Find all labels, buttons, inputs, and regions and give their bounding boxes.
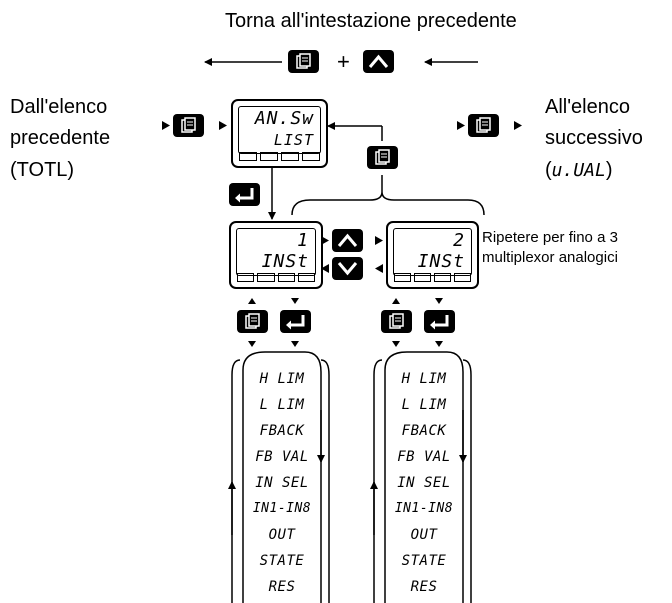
up-button[interactable] [363,50,394,73]
display-line1: 1 [297,230,309,251]
display-line2: INSt [261,251,309,272]
list-item: FBACK [401,423,447,439]
display-screen: 1 INSt [236,228,316,276]
display-1: 1 INSt [229,221,323,289]
repeat-page-button[interactable] [367,146,398,169]
list-item: OUT [268,527,296,543]
list-item: L LIM [401,397,447,413]
display-line1: 2 [453,230,465,251]
enter-icon [235,188,254,203]
page-button[interactable] [288,50,319,73]
page-icon [389,313,404,329]
parameter-list-2: H LIM L LIM FBACK FB VAL IN SEL IN1-IN8 … [385,370,463,603]
top-display: AN.Sw LIST [231,99,328,168]
list-item: STATE [259,553,305,569]
left-label-line1: Dall'elenco [10,96,108,118]
down-icon [337,262,358,276]
display-2: 2 INSt [386,221,479,289]
display-line2: LIST [273,131,314,149]
list-item: IN SEL [397,475,451,491]
page-icon [476,117,491,133]
list-item: L LIM [259,397,305,413]
list-item: RES [410,579,438,595]
page-icon [296,53,311,69]
right-label-line1: All'elenco [545,96,630,118]
list-item: OUT [410,527,438,543]
list-item: IN1-IN8 [394,501,454,516]
page-icon [375,149,390,165]
down-button[interactable] [332,257,363,280]
display-keys [394,273,471,282]
paren-close: ) [605,159,613,181]
enter-button[interactable] [229,183,260,206]
parameter-list-1: H LIM L LIM FBACK FB VAL IN SEL IN1-IN8 … [243,370,321,603]
display-keys [237,273,315,282]
display-line1: AN.Sw [254,108,314,129]
left-label-line2: precedente [10,127,111,149]
display-screen: AN.Sw LIST [238,106,321,154]
list-item: H LIM [259,371,305,387]
next-list-code: u.UAL [551,160,606,181]
right-label-line2: successivo [545,127,643,149]
enter-button[interactable] [424,310,455,333]
display-screen: 2 INSt [393,228,472,276]
right-label-line3: (u.UAL) [545,157,613,184]
repeat-note-line1: Ripetere per fino a 3 [482,229,618,246]
list-item: IN1-IN8 [252,501,312,516]
page-button[interactable] [381,310,412,333]
page-icon [245,313,260,329]
header-title: Torna all'intestazione precedente [225,10,517,32]
display-keys [239,152,320,161]
list-item: FB VAL [397,449,451,465]
list-item: FBACK [259,423,305,439]
enter-button[interactable] [280,310,311,333]
page-button[interactable] [237,310,268,333]
plus-sign: + [337,49,350,74]
up-button[interactable] [332,229,363,252]
list-item: H LIM [401,371,447,387]
page-icon [181,117,196,133]
display-line2: INSt [417,251,465,272]
list-item: STATE [401,553,447,569]
list-item: RES [268,579,296,595]
list-item: IN SEL [255,475,309,491]
left-label-line3: (TOTL) [10,159,75,181]
up-icon [337,233,358,247]
next-list-page-button[interactable] [468,114,499,137]
list-item: FB VAL [255,449,309,465]
prev-list-page-button[interactable] [173,114,204,137]
repeat-note-line2: multiplexor analogici [482,249,618,266]
enter-icon [286,315,305,330]
up-icon [368,54,389,68]
paren-open: ( [545,159,552,181]
enter-icon [430,315,449,330]
